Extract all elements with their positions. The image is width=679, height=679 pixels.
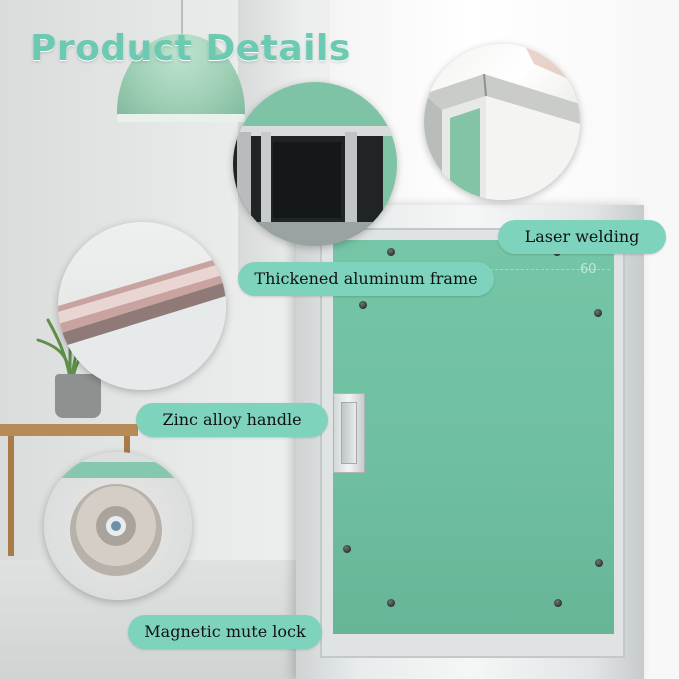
pendant-lamp-rim [117,114,245,122]
door-ruler-marks [480,243,610,270]
side-table-leg [8,436,14,556]
welded-corner-icon [424,44,580,200]
screw-icon [359,301,367,309]
access-door-panel [333,240,614,634]
label-magnetic-lock: Magnetic mute lock [128,615,322,649]
label-zinc-handle: Zinc alloy handle [136,403,328,437]
door-handle-recess [341,402,357,464]
detail-zinc-handle-image [58,222,226,390]
screw-icon [387,248,395,256]
plant-pot [55,374,101,418]
screw-icon [343,545,351,553]
detail-laser-welding-image [424,44,580,200]
side-table [0,424,138,436]
label-laser-welding: Laser welding [498,220,666,254]
lamp-cord [181,0,183,36]
magnet-icon [44,462,192,576]
screw-icon [554,599,562,607]
detail-magnetic-lock-image [44,452,192,600]
screw-icon [595,559,603,567]
screw-icon [594,309,602,317]
page-title: Product Details [30,28,351,69]
aluminum-profile-icon [233,126,397,246]
screw-icon [387,599,395,607]
door-ruler-number: 60 [580,262,597,277]
label-aluminum-frame: Thickened aluminum frame [238,262,494,296]
detail-aluminum-frame-image [233,82,397,246]
handle-profile-icon [58,256,226,390]
